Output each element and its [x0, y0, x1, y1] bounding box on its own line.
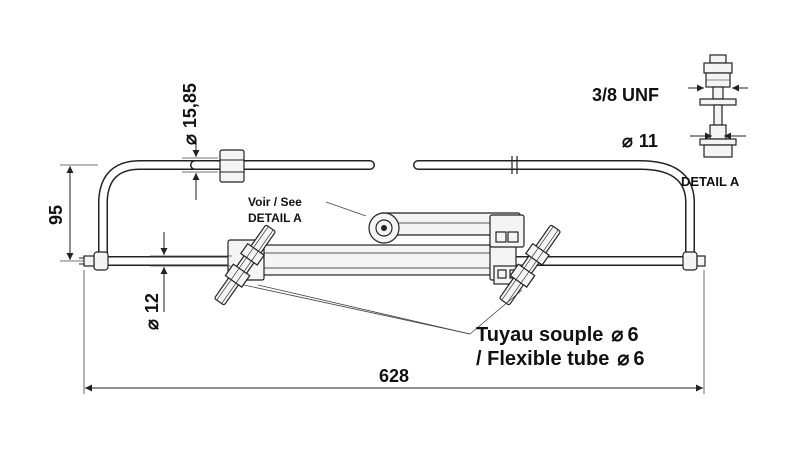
end-cap-right — [682, 251, 706, 271]
dim-length — [83, 270, 705, 394]
detail-a-bolt — [699, 54, 737, 158]
dim-rod-diameter — [182, 140, 218, 200]
voir-leader — [325, 201, 367, 217]
rod-nut — [219, 149, 245, 183]
dim-height — [60, 164, 98, 262]
hose-label-line1: Tuyau souple⌀6 — [476, 324, 639, 346]
thread-label: 3/8 UNF — [592, 85, 659, 105]
dim-tube-diameter-label: ⌀12 — [142, 293, 162, 330]
fitting-right — [499, 224, 561, 306]
dim-length-label: 628 — [379, 366, 409, 386]
dim-tube-diameter — [150, 232, 232, 312]
fitting-left — [214, 224, 276, 306]
dim-height-label: 95 — [46, 205, 66, 225]
bolt-diameter-label: ⌀11 — [622, 131, 658, 151]
voir-label-line2: DETAIL A — [248, 211, 302, 225]
hose-label-line2: / Flexible tube⌀6 — [476, 348, 645, 370]
dim-rod-diameter-label: ⌀15,85 — [180, 83, 200, 145]
hose-leaders — [243, 284, 523, 335]
voir-label-line1: Voir / See — [248, 195, 302, 209]
detail-a-title: DETAIL A — [681, 174, 740, 189]
